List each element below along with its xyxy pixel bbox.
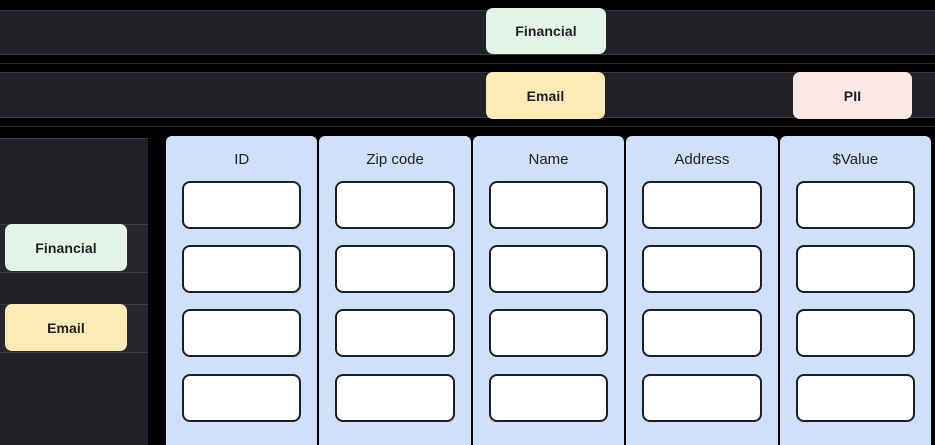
- table-cell[interactable]: [182, 309, 302, 357]
- top-row-email-pii-bar: [0, 72, 935, 118]
- table-column-id[interactable]: ID: [166, 136, 318, 445]
- tag-pii-top-label: PII: [843, 87, 862, 104]
- top-row-financial-bar: [0, 10, 935, 55]
- table-cell[interactable]: [488, 309, 609, 357]
- sidebar-tag-financial[interactable]: Financial: [5, 224, 127, 271]
- table-cell[interactable]: [642, 309, 762, 357]
- table-cell[interactable]: [335, 309, 455, 357]
- table-cell[interactable]: [488, 181, 609, 229]
- table-column-zip-code[interactable]: Zip code: [319, 136, 471, 445]
- top-row-divider-2: [0, 126, 935, 127]
- data-table: ID Zip code Name Address: [166, 136, 932, 445]
- table-cell[interactable]: [642, 374, 762, 422]
- table-cell[interactable]: [795, 374, 916, 422]
- table-cell[interactable]: [182, 245, 302, 293]
- table-cell[interactable]: [642, 245, 762, 293]
- column-header-id: ID: [234, 151, 250, 168]
- tag-email-top[interactable]: Email: [486, 72, 605, 119]
- column-header-value: $Value: [832, 151, 879, 168]
- table-cell[interactable]: [488, 374, 609, 422]
- table-cell[interactable]: [642, 181, 762, 229]
- sidebar-panel: [0, 138, 148, 445]
- table-cell[interactable]: [182, 374, 302, 422]
- table-cell[interactable]: [335, 374, 455, 422]
- table-column-value[interactable]: $Value: [779, 136, 932, 445]
- sidebar-row-line-4: [0, 352, 148, 353]
- table-cell[interactable]: [795, 181, 916, 229]
- tag-financial-top-label: Financial: [515, 23, 577, 39]
- table-cell[interactable]: [795, 245, 916, 293]
- column-header-zip-code: Zip code: [366, 151, 424, 168]
- sidebar-tag-email-label: Email: [47, 319, 85, 336]
- table-column-address[interactable]: Address: [626, 136, 778, 445]
- sidebar-row-line-2: [0, 272, 148, 273]
- column-header-name: Name: [528, 151, 569, 168]
- tag-financial-top[interactable]: Financial: [486, 8, 606, 54]
- sidebar-tag-email[interactable]: Email: [5, 304, 127, 351]
- sidebar-tag-financial-label: Financial: [35, 239, 97, 256]
- top-row-divider-1: [0, 63, 935, 64]
- table-cell[interactable]: [488, 245, 609, 293]
- tag-pii-top[interactable]: PII: [793, 72, 912, 119]
- table-column-name[interactable]: Name: [472, 136, 625, 445]
- table-cell[interactable]: [335, 181, 455, 229]
- table-cell[interactable]: [795, 309, 916, 357]
- table-cell[interactable]: [335, 245, 455, 293]
- tag-email-top-label: Email: [526, 87, 565, 104]
- table-cell[interactable]: [182, 181, 302, 229]
- column-header-address: Address: [674, 151, 730, 168]
